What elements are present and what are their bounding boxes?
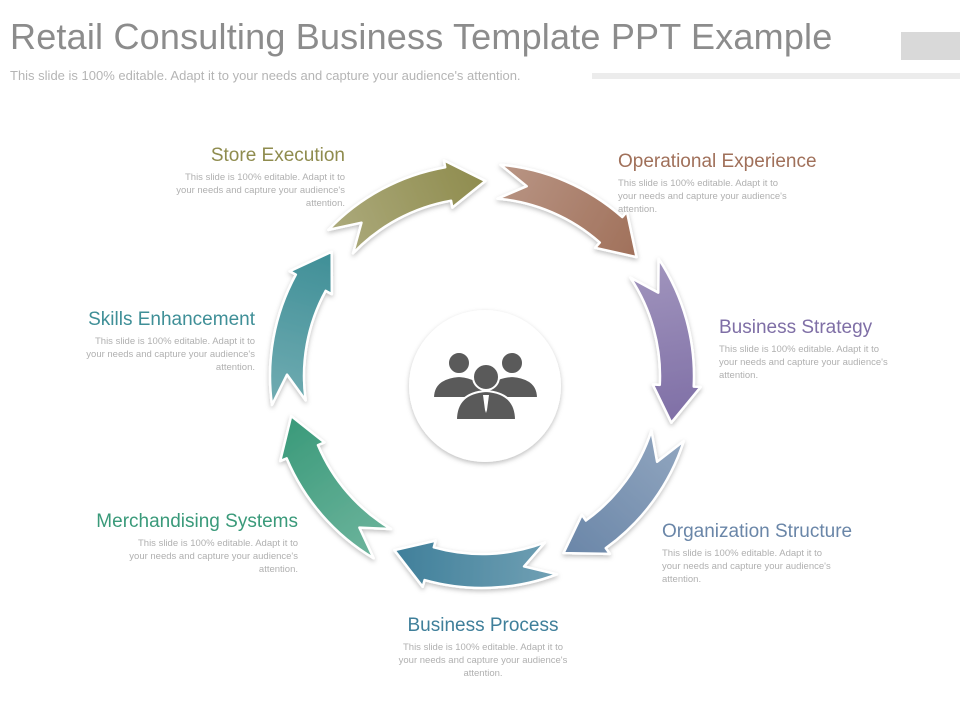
cycle-arrow-organization-structure	[562, 429, 686, 556]
cycle-arrow-business-strategy	[629, 257, 702, 424]
step-description: This slide is 100% editable. Adapt it to…	[719, 344, 888, 381]
cycle-arrow-merchandising-systems	[278, 414, 393, 560]
step-description: This slide is 100% editable. Adapt it to…	[86, 336, 255, 373]
step-description: This slide is 100% editable. Adapt it to…	[129, 538, 298, 575]
step-description: This slide is 100% editable. Adapt it to…	[618, 178, 787, 215]
step-store-execution: Store Execution This slide is 100% edita…	[85, 145, 345, 210]
cycle-arrow-business-process	[393, 539, 559, 590]
step-title: Merchandising Systems	[96, 511, 298, 532]
step-title: Skills Enhancement	[88, 309, 255, 330]
step-merchandising-systems: Merchandising Systems This slide is 100%…	[38, 511, 298, 576]
cycle-arrow-operational-experience	[496, 163, 638, 259]
page-title: Retail Consulting Business Template PPT …	[10, 16, 833, 57]
step-title: Store Execution	[210, 145, 345, 166]
title-accent-box	[901, 32, 960, 60]
page-subtitle: This slide is 100% editable. Adapt it to…	[10, 68, 521, 83]
people-group-icon	[431, 351, 540, 421]
step-title: Organization Structure	[662, 521, 853, 542]
step-description: This slide is 100% editable. Adapt it to…	[398, 642, 568, 679]
step-title: Business Process	[407, 615, 559, 636]
step-business-strategy: Business Strategy This slide is 100% edi…	[719, 317, 960, 382]
step-description: This slide is 100% editable. Adapt it to…	[176, 172, 345, 209]
step-description: This slide is 100% editable. Adapt it to…	[662, 548, 831, 585]
cycle-arrow-skills-enhancement	[268, 250, 334, 407]
title-divider	[592, 73, 960, 79]
step-title: Operational Experience	[618, 151, 817, 172]
step-skills-enhancement: Skills Enhancement This slide is 100% ed…	[0, 309, 255, 374]
cycle-arrow-store-execution	[327, 159, 487, 255]
step-operational-experience: Operational Experience This slide is 100…	[618, 151, 878, 216]
step-business-process: Business Process This slide is 100% edit…	[353, 615, 613, 680]
cycle-arrows	[268, 159, 702, 590]
step-title: Business Strategy	[719, 317, 873, 338]
step-organization-structure: Organization Structure This slide is 100…	[662, 521, 922, 586]
